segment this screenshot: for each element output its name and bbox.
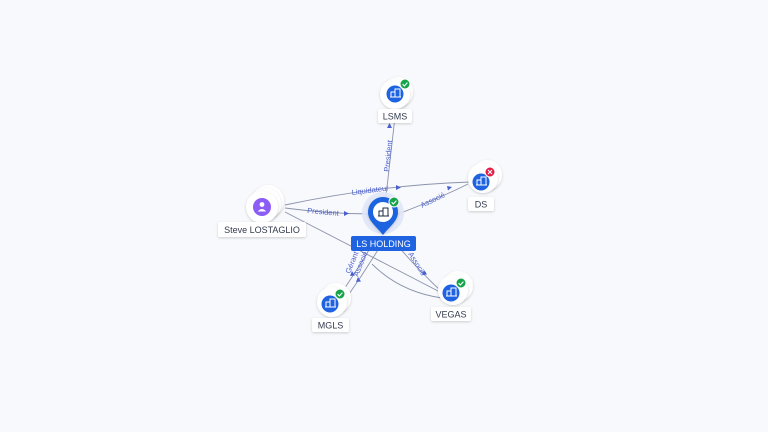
arrow-mgls-1: [350, 271, 355, 276]
building-icon: [325, 298, 336, 308]
edge-vegas-return[interactable]: [371, 263, 443, 299]
building-icon: [446, 287, 457, 297]
label-bg: [431, 307, 471, 321]
building-icon: [378, 207, 389, 217]
building-icon: [390, 88, 401, 98]
edge-label-president-person: President: [307, 206, 340, 218]
status-error-icon: [484, 166, 496, 178]
status-ok-icon: [399, 78, 411, 90]
status-ok-icon: [334, 288, 346, 300]
label-bg: [378, 109, 412, 123]
label-bg: [312, 318, 349, 332]
status-ok-icon: [388, 196, 400, 208]
node-label-vegas: VEGAS: [435, 310, 466, 320]
status-ok-icon: [455, 277, 467, 289]
node-label-mgls: MGLS: [318, 321, 344, 331]
arrow-person-ds: [396, 185, 401, 190]
node-label-ds: DS: [475, 200, 488, 210]
node-label-person: Steve LOSTAGLIO: [224, 225, 300, 235]
arrow-lsms-center: [387, 123, 392, 128]
edge-label-president-lsms: President: [382, 139, 394, 172]
label-bg: [468, 197, 494, 211]
node-label-center: LS HOLDING: [356, 239, 411, 249]
node-ds[interactable]: DS: [468, 160, 502, 211]
node-lsms[interactable]: LSMS: [378, 77, 413, 123]
person-icon-bg: [253, 198, 271, 216]
arrow-person-center: [344, 211, 349, 216]
building-icon: [476, 176, 487, 186]
edge-center-ds[interactable]: [397, 183, 469, 215]
node-label-lsms: LSMS: [383, 112, 408, 122]
node-mgls[interactable]: MGLS: [312, 283, 351, 332]
center-label-bg: [351, 236, 416, 251]
edge-arrows: [344, 123, 452, 282]
label-bg: [218, 222, 306, 237]
edge-label-associe-ds: Associé: [419, 190, 447, 210]
edge-label-associe-vegas: Associé: [406, 250, 428, 277]
edge-person-ds[interactable]: [284, 181, 471, 206]
node-person[interactable]: Steve LOSTAGLIO: [218, 185, 306, 237]
arrow-mgls-2: [356, 277, 361, 282]
arrow-center-vegas: [422, 270, 427, 275]
node-vegas[interactable]: VEGAS: [431, 271, 473, 321]
person-icon: [257, 202, 267, 212]
arrow-center-ds: [447, 186, 452, 191]
node-center-ls-holding[interactable]: LS HOLDING: [351, 192, 416, 251]
